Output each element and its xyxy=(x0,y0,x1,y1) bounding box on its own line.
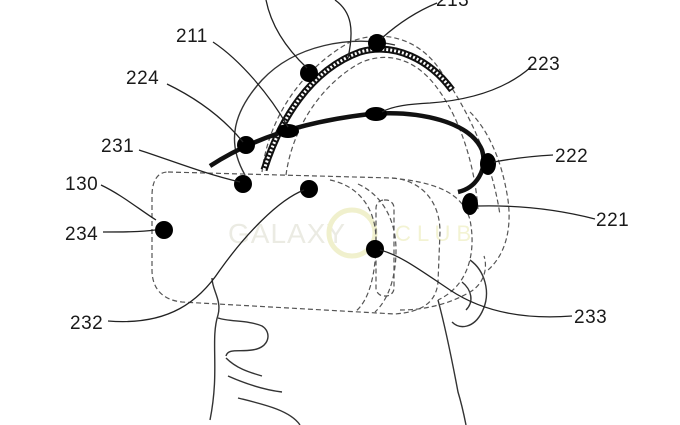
leader-lines xyxy=(100,0,596,323)
leader-231 xyxy=(138,149,241,183)
leader-222 xyxy=(493,154,554,163)
chin-line xyxy=(237,397,301,425)
label-234: 234 xyxy=(65,224,98,245)
head-strap xyxy=(261,35,510,271)
electrode-232 xyxy=(300,180,318,198)
label-222: 222 xyxy=(555,146,588,167)
leader-211 xyxy=(212,41,289,128)
face-profile xyxy=(209,277,220,421)
watermark-text: GALAXY xyxy=(228,218,346,249)
reference-labels: 213 211 224 223 231 222 130 221 234 232 … xyxy=(65,0,629,334)
label-232: 232 xyxy=(70,313,103,334)
leader-213 xyxy=(381,2,438,39)
top-strap-outer xyxy=(260,45,455,172)
leader-top-left xyxy=(265,0,308,69)
side-cover-outline xyxy=(391,177,473,301)
electrodes xyxy=(155,34,496,258)
electrode-223 xyxy=(365,107,387,121)
electrode-234 xyxy=(155,221,173,239)
label-211: 211 xyxy=(176,26,208,47)
ear-inner xyxy=(461,281,472,311)
label-223: 223 xyxy=(527,54,560,75)
neck-line xyxy=(437,299,467,425)
leader-221 xyxy=(477,205,596,220)
hmd-body xyxy=(151,171,487,315)
electrode-211 xyxy=(277,124,299,138)
watermark: GALAXY C L U B xyxy=(228,207,471,259)
strap-inner xyxy=(285,56,479,211)
head-outline xyxy=(209,40,488,425)
mouth-line xyxy=(227,375,283,393)
electrode-222 xyxy=(480,153,496,175)
ear-outline xyxy=(451,259,488,328)
label-213: 213 xyxy=(436,0,469,11)
rear-band-outline xyxy=(469,111,510,271)
scalp-line xyxy=(233,40,396,176)
watermark-logo-text: C L U B xyxy=(395,221,471,246)
lens-frame-2 xyxy=(357,183,397,313)
lip-line xyxy=(225,357,263,377)
electrode-213 xyxy=(368,34,386,52)
label-130: 130 xyxy=(65,174,98,195)
electrode-221 xyxy=(462,193,478,215)
label-221: 221 xyxy=(596,210,629,231)
leader-top-mid xyxy=(334,0,352,59)
leader-234 xyxy=(102,229,156,233)
leader-232 xyxy=(107,189,305,323)
electrode-231 xyxy=(234,175,252,193)
front-cover-outline xyxy=(151,171,441,315)
leader-223 xyxy=(381,66,532,113)
label-233: 233 xyxy=(574,307,607,328)
leader-224 xyxy=(166,83,244,143)
leader-130 xyxy=(100,184,157,221)
leader-233 xyxy=(379,249,573,318)
face-cushion-outline xyxy=(399,255,487,311)
strap-outer xyxy=(261,35,501,216)
nose-outline xyxy=(217,317,269,357)
label-231: 231 xyxy=(101,136,134,157)
electrode-233 xyxy=(366,240,384,258)
label-224: 224 xyxy=(126,68,159,89)
watermark-logo-icon xyxy=(326,207,378,259)
electrode-211a xyxy=(300,64,318,82)
top-strap-cable xyxy=(260,45,455,172)
